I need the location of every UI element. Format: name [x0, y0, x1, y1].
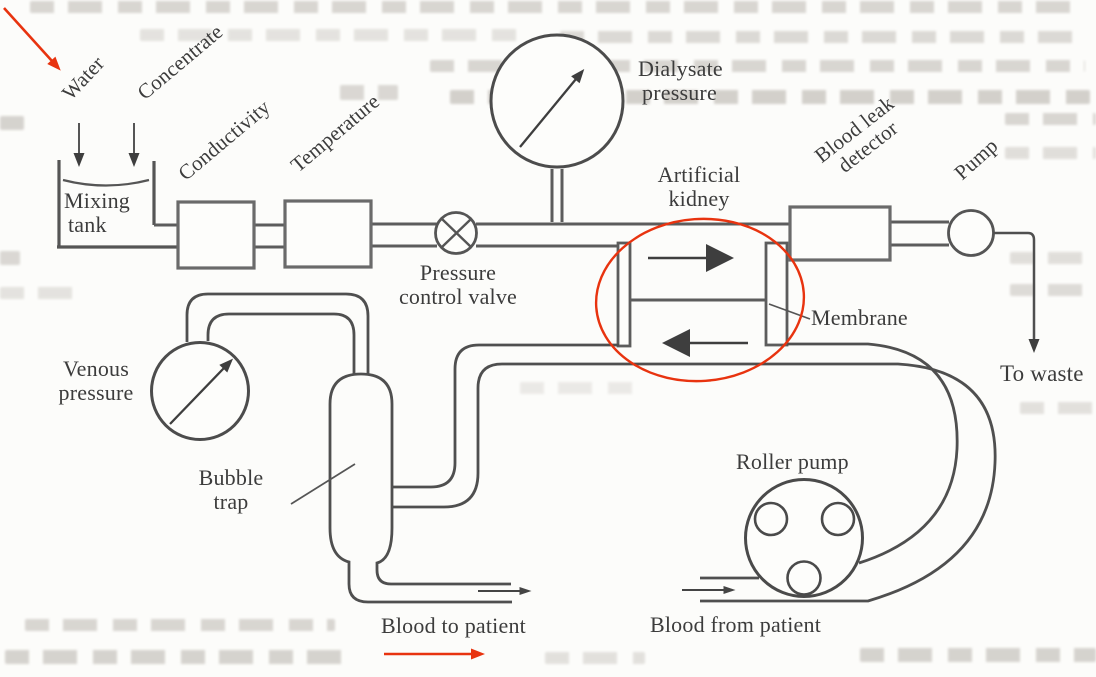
bubble-trap-leader-line	[290, 463, 356, 505]
bleed-text-artifact	[1020, 402, 1096, 414]
bleed-text-artifact	[860, 648, 1096, 662]
bleed-text-artifact	[340, 85, 398, 100]
annotation-ellipse-artificial-kidney	[594, 217, 806, 383]
pressure-control-valve-label-line2: control valve	[398, 284, 518, 309]
artificial-kidney-label-line2: kidney	[668, 186, 730, 211]
bleed-text-artifact	[0, 287, 78, 299]
bleed-text-artifact	[520, 382, 640, 394]
bleed-text-artifact	[545, 652, 645, 664]
artificial-kidney-label: Artificial kidney	[643, 163, 755, 211]
bleed-text-artifact	[1010, 252, 1096, 264]
venous-monitor-tube	[185, 292, 370, 375]
bubble-trap-label: Bubble trap	[172, 466, 290, 514]
membrane-leader-line	[768, 303, 811, 320]
roller-pump-label: Roller pump	[736, 449, 849, 474]
roller	[786, 560, 822, 596]
bleed-text-artifact	[1010, 284, 1096, 296]
venous-pressure-label: Venous pressure	[42, 357, 150, 405]
red-annotations	[3, 7, 806, 660]
venous-pressure-label-line1: Venous	[63, 356, 129, 381]
blood-from-patient-label: Blood from patient	[650, 612, 822, 637]
bleed-text-artifact	[0, 251, 20, 265]
bleed-text-artifact	[25, 619, 335, 631]
mixing-tank-label-line2: tank	[68, 212, 107, 237]
bleed-text-artifact	[560, 31, 1080, 43]
bubble-trap-label-line1: Bubble	[198, 465, 264, 490]
dialysate-pressure-label-line1: Dialysate	[638, 56, 723, 81]
bleed-text-artifact	[5, 650, 350, 664]
dialysate-pump	[947, 209, 995, 257]
artificial-kidney	[616, 241, 811, 357]
mixing-tank-label-line1: Mixing	[64, 188, 130, 213]
venous-pressure-gauge	[150, 341, 250, 441]
bleed-text-artifact	[1005, 147, 1096, 159]
pressure-control-valve-label: Pressure control valve	[377, 261, 539, 309]
to-waste-label: To waste	[1000, 361, 1084, 386]
to-waste-line	[993, 231, 1040, 353]
dialysate-pressure-gauge	[489, 33, 625, 169]
bleed-text-artifact	[0, 116, 24, 130]
dialysate-pressure-label-line2: pressure	[642, 80, 717, 105]
membrane-label: Membrane	[811, 305, 908, 330]
roller	[753, 501, 789, 537]
liquid-level-line	[62, 178, 150, 187]
bleed-text-artifact	[30, 1, 1080, 13]
bleed-text-artifact	[140, 29, 530, 41]
conductivity-box	[176, 200, 256, 270]
temperature-box	[283, 199, 373, 269]
pressure-control-valve-label-line1: Pressure	[419, 260, 497, 285]
bubble-trap	[328, 372, 512, 604]
dialysate-pressure-label: Dialysate pressure	[638, 57, 723, 105]
blood-to-patient-label: Blood to patient	[381, 613, 526, 638]
mixing-tank-label: Mixing tank	[64, 189, 130, 237]
artificial-kidney-label-line1: Artificial	[657, 162, 741, 187]
bubble-trap-label-line2: trap	[213, 489, 249, 514]
venous-pressure-label-line2: pressure	[58, 380, 134, 405]
roller-pump	[744, 478, 864, 598]
annotation-arrow-water-inlet	[3, 7, 61, 71]
blood-tubing	[392, 342, 997, 603]
pressure-control-valve	[434, 211, 478, 255]
roller	[820, 501, 856, 537]
gauge-needle	[169, 358, 234, 425]
gauge-needle	[519, 68, 585, 148]
bleed-text-artifact	[1005, 113, 1096, 125]
mixing-tank	[57, 123, 180, 249]
blood-leak-detector-box	[788, 205, 892, 262]
